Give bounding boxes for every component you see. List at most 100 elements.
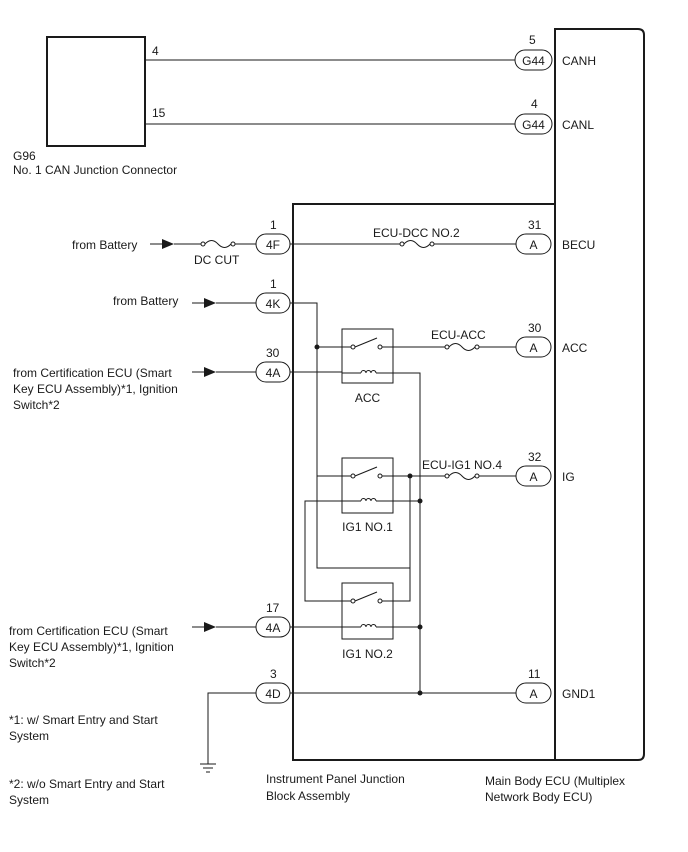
bus-junction-acc	[314, 344, 320, 350]
becu-terminal-label: BECU	[562, 238, 595, 252]
ig1-no2-relay-label: IG1 NO.2	[342, 647, 393, 661]
gnd-pin: 11	[528, 667, 541, 681]
main-ecu-name-line2: Network Body ECU)	[485, 790, 592, 804]
g96-name: No. 1 CAN Junction Connector	[13, 163, 177, 177]
dc-cut-fuse-terminal-left	[200, 241, 206, 247]
ig1-no1-relay-contact-left	[350, 473, 356, 479]
canl-terminal-label: CANL	[562, 118, 594, 132]
acc-relay-label: ACC	[355, 391, 381, 405]
g96-connector-box	[46, 36, 146, 147]
cert-a-label-line2: Key ECU Assembly)*1, Ignition	[13, 382, 178, 396]
acc-connector	[515, 336, 552, 358]
note-1-line1: *1: w/ Smart Entry and Start	[9, 713, 158, 727]
g96-pin-canh: 4	[152, 44, 159, 58]
ground-bus-junction-gnd	[417, 690, 423, 696]
ig-pin: 32	[528, 450, 542, 464]
4f-pin: 1	[270, 218, 277, 232]
becu-connector	[515, 233, 552, 255]
ground-symbol-icon	[200, 763, 216, 773]
ground-bus-junction-ig1	[417, 498, 423, 504]
ground-lead-wire	[207, 692, 256, 764]
g96-code: G96	[13, 149, 36, 163]
dc-cut-label: DC CUT	[194, 253, 240, 267]
from-battery-1-label: from Battery	[72, 238, 137, 252]
4a-17-connector-code: 4A	[266, 621, 281, 635]
4d-connector-code: 4D	[265, 687, 281, 701]
note-2-line2: System	[9, 793, 49, 807]
ecu-acc-fuse-terminal-right	[474, 344, 480, 350]
junction-block-box	[292, 203, 555, 761]
ig1-coil-loop-wire	[304, 500, 342, 602]
gnd-connector-code: A	[529, 687, 537, 701]
becu-connector-code: A	[529, 238, 537, 252]
canl-pin: 4	[531, 97, 538, 111]
ecu-dcc-fuse-terminal-right	[429, 241, 435, 247]
4f-connector-code: 4F	[266, 238, 280, 252]
battery-2-arrow	[204, 298, 216, 308]
ecu-acc-fuse-symbol	[448, 343, 476, 351]
note-2-line1: *2: w/o Smart Entry and Start	[9, 777, 165, 791]
note-1-line2: System	[9, 729, 49, 743]
ecu-ig1-fuse-symbol	[448, 472, 476, 480]
ecu-ig1-fuse-terminal-left	[444, 473, 450, 479]
ecu-dcc-fuse-symbol	[403, 240, 431, 248]
acc-connector-code: A	[529, 341, 537, 355]
ecu-ig1-fuse-label: ECU-IG1 NO.4	[422, 458, 502, 472]
junction-block-name-line2: Block Assembly	[266, 789, 350, 803]
gnd-connector	[515, 682, 552, 704]
ig1-no2-relay-contact-right	[377, 598, 383, 604]
canh-connector-code: G44	[522, 54, 545, 68]
ecu-dcc-fuse-label: ECU-DCC NO.2	[373, 226, 460, 240]
ecu-ig1-fuse-terminal-right	[474, 473, 480, 479]
main-ecu-box	[554, 28, 645, 761]
ig1-no1-relay-contact-arm	[354, 466, 378, 477]
acc-terminal-label: ACC	[562, 341, 588, 355]
cert-a-arrow	[204, 367, 216, 377]
canl-connector-code: G44	[522, 118, 545, 132]
dc-cut-fuse-symbol	[204, 240, 232, 248]
ig1-no1-relay-box	[341, 457, 394, 514]
4d-pin: 3	[270, 667, 277, 681]
becu-pin: 31	[528, 218, 542, 232]
battery-1-arrow	[162, 239, 174, 249]
cert-a-label-line3: Switch*2	[13, 398, 60, 412]
gnd-terminal-label: GND1	[562, 687, 596, 701]
ig1-no2-relay-box	[341, 582, 394, 640]
ecu-dcc-fuse-terminal-left	[399, 241, 405, 247]
acc-relay-box	[341, 328, 394, 384]
acc-relay-contact-left	[350, 344, 356, 350]
cert-b-arrow	[204, 622, 216, 632]
ground-bus-junction-ig2	[417, 624, 423, 630]
canh-terminal-label: CANH	[562, 54, 596, 68]
4k-connector-code: 4K	[266, 297, 281, 311]
ig1-no1-relay-label: IG1 NO.1	[342, 520, 393, 534]
ig1-no2-relay-contact-left	[350, 598, 356, 604]
ig1-no1-relay-coil-symbol	[360, 498, 377, 502]
acc-relay-coil-symbol	[360, 370, 377, 374]
cert-b-label-line1: from Certification ECU (Smart	[9, 624, 168, 638]
cert-b-label-line2: Key ECU Assembly)*1, Ignition	[9, 640, 174, 654]
main-ecu-name-line1: Main Body ECU (Multiplex	[485, 774, 625, 788]
canh-pin: 5	[529, 33, 536, 47]
acc-coil-to-ground-wire	[393, 372, 421, 693]
ecu-acc-fuse-label: ECU-ACC	[431, 328, 486, 342]
4k-pin: 1	[270, 277, 277, 291]
ig-connector-code: A	[529, 470, 537, 484]
ig-connector	[515, 465, 552, 487]
4a-30-connector-code: 4A	[266, 366, 281, 380]
4a-30-pin: 30	[266, 346, 280, 360]
4a-17-pin: 17	[266, 601, 280, 615]
from-battery-2-label: from Battery	[113, 294, 178, 308]
canh-connector	[514, 49, 553, 71]
g96-pin-canl: 15	[152, 106, 166, 120]
canl-connector	[514, 113, 553, 135]
ecu-acc-fuse-terminal-left	[444, 344, 450, 350]
acc-relay-contact-right	[377, 344, 383, 350]
cert-b-label-line3: Switch*2	[9, 656, 56, 670]
acc-relay-contact-arm	[354, 337, 378, 348]
ig1-no2-relay-contact-arm	[354, 591, 378, 602]
bus-return-wire	[316, 476, 411, 602]
dc-cut-fuse-terminal-right	[230, 241, 236, 247]
acc-pin: 30	[528, 321, 542, 335]
